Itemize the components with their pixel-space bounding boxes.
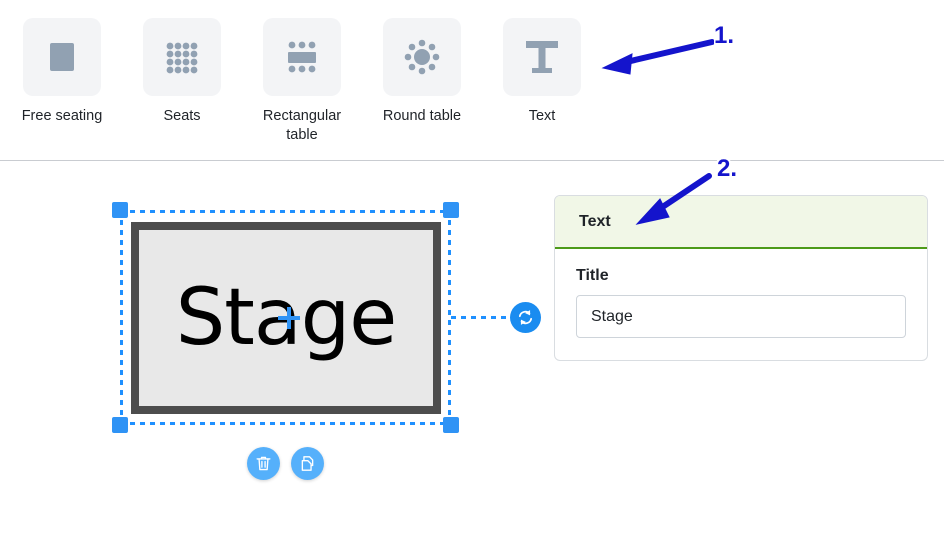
selection-border-top	[120, 210, 451, 213]
title-input[interactable]	[576, 295, 906, 338]
round-table-icon	[404, 39, 440, 75]
tool-label: Rectangular table	[262, 108, 342, 143]
tool-text[interactable]: Text	[479, 18, 605, 126]
rotate-icon	[518, 310, 533, 325]
tool-round-table[interactable]: Round table	[359, 18, 485, 126]
tool-seats[interactable]: Seats	[119, 18, 245, 126]
duplicate-button[interactable]	[291, 447, 324, 480]
title-field-label: Title	[576, 267, 609, 284]
copy-icon	[301, 456, 314, 471]
center-crosshair-icon	[278, 307, 300, 329]
resize-handle-top-right[interactable]	[443, 202, 459, 218]
tool-label: Free seating	[21, 108, 103, 124]
resize-handle-top-left[interactable]	[112, 202, 128, 218]
properties-panel: Text Title	[554, 195, 928, 361]
selected-object-stage[interactable]: Stage	[112, 202, 459, 433]
tool-tile	[383, 18, 461, 96]
rotate-handle-button[interactable]	[510, 302, 541, 333]
panel-header: Text	[555, 196, 927, 249]
tool-free-seating[interactable]: Free seating	[0, 18, 125, 126]
tool-label: Text	[528, 108, 556, 124]
tool-label: Seats	[163, 108, 201, 124]
rectangular-table-icon	[288, 41, 316, 73]
tool-rectangular-table[interactable]: Rectangular table	[239, 18, 365, 145]
tool-tile	[23, 18, 101, 96]
trash-icon	[256, 456, 271, 471]
selection-border-right	[448, 210, 451, 425]
resize-handle-bottom-left[interactable]	[112, 417, 128, 433]
selection-border-left	[120, 210, 123, 425]
delete-button[interactable]	[247, 447, 280, 480]
seats-grid-icon	[166, 42, 198, 74]
tool-tile	[143, 18, 221, 96]
selection-border-bottom	[120, 422, 451, 425]
shape-toolbar: Free seating Seats	[0, 0, 944, 160]
free-seating-icon	[50, 43, 74, 71]
resize-handle-bottom-right[interactable]	[443, 417, 459, 433]
tool-tile	[263, 18, 341, 96]
toolbar-divider	[0, 160, 944, 161]
panel-body: Title	[555, 249, 927, 360]
object-action-buttons	[247, 447, 324, 480]
tool-tile	[503, 18, 581, 96]
panel-header-title: Text	[579, 213, 611, 230]
tool-label: Round table	[382, 108, 462, 124]
rotate-handle-connector	[451, 316, 509, 319]
text-t-icon	[526, 41, 558, 73]
